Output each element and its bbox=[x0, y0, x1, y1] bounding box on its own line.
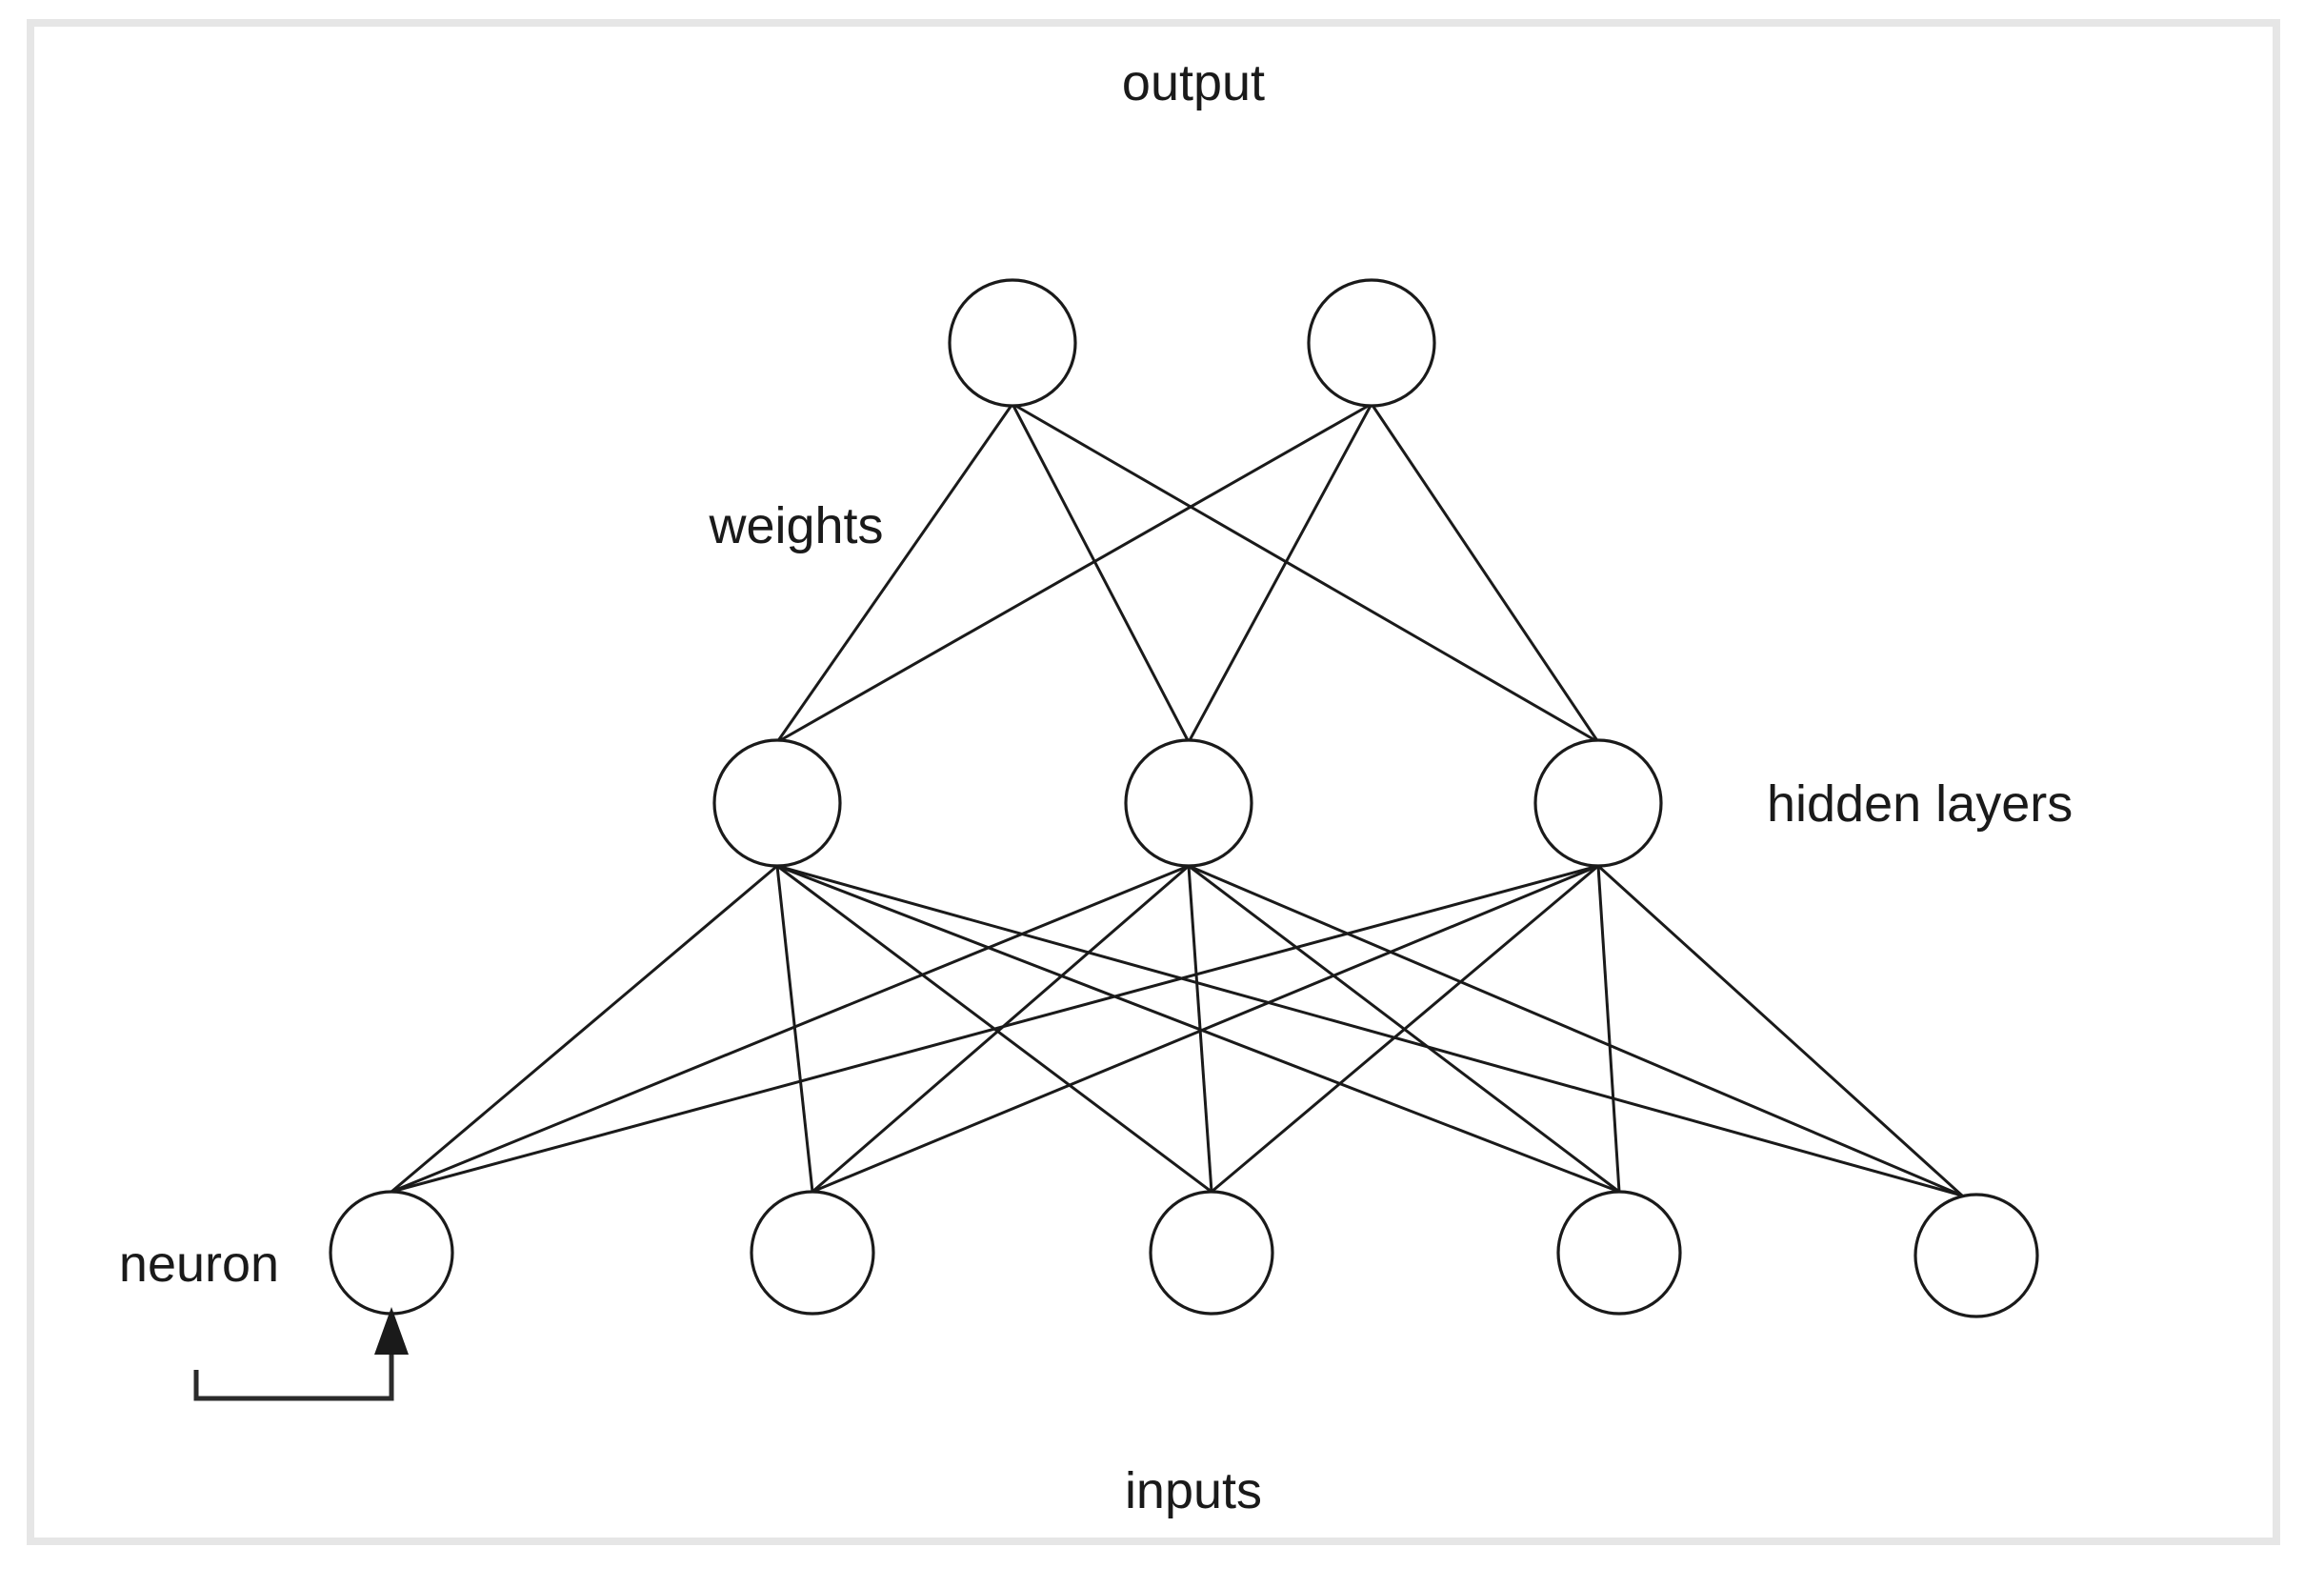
edge-input1-hidden2 bbox=[391, 864, 1190, 1194]
edge-hidden1-output2 bbox=[776, 402, 1372, 744]
input-node-1[interactable] bbox=[329, 1190, 454, 1316]
hidden-node-2[interactable] bbox=[1124, 738, 1253, 868]
edge-input4-hidden3 bbox=[1596, 865, 1621, 1193]
edge-hidden1-output1 bbox=[775, 403, 1014, 743]
hidden-node-1[interactable] bbox=[712, 738, 842, 868]
input-layer-nodes bbox=[329, 1190, 2039, 1318]
hidden-node-3[interactable] bbox=[1533, 738, 1663, 868]
input-node-3[interactable] bbox=[1149, 1190, 1274, 1316]
edge-hidden2-output1 bbox=[1011, 403, 1191, 743]
label-output: output bbox=[1122, 54, 1265, 111]
edge-input1-hidden1 bbox=[391, 864, 778, 1194]
input-node-4[interactable] bbox=[1556, 1190, 1682, 1316]
edge-input2-hidden1 bbox=[775, 865, 814, 1193]
edge-input3-hidden1 bbox=[776, 864, 1212, 1194]
edge-hidden3-output2 bbox=[1370, 403, 1600, 743]
input-node-5[interactable] bbox=[1913, 1193, 2039, 1318]
input-node-2[interactable] bbox=[750, 1190, 875, 1316]
label-hidden-layers: hidden layers bbox=[1767, 775, 2073, 833]
edge-input2-hidden3 bbox=[811, 864, 1599, 1194]
output-node-1[interactable] bbox=[948, 278, 1077, 408]
edge-hidden3-output1 bbox=[1012, 402, 1599, 744]
neuron-leader-line bbox=[193, 1345, 394, 1401]
edges-hidden-to-output bbox=[775, 402, 1600, 744]
edge-input5-hidden1 bbox=[776, 864, 1963, 1197]
output-layer-nodes bbox=[948, 278, 1436, 408]
neuron-arrowhead-icon bbox=[374, 1307, 409, 1355]
edge-hidden2-output2 bbox=[1187, 403, 1373, 743]
label-weights: weights bbox=[708, 497, 883, 554]
label-neuron: neuron bbox=[119, 1236, 279, 1293]
label-inputs: inputs bbox=[1125, 1462, 1262, 1519]
edges-input-to-hidden bbox=[391, 864, 1964, 1197]
hidden-layer-nodes bbox=[712, 738, 1663, 868]
edge-input4-hidden1 bbox=[776, 864, 1620, 1194]
edge-input4-hidden2 bbox=[1188, 864, 1620, 1194]
output-node-2[interactable] bbox=[1307, 278, 1436, 408]
neuron-callout bbox=[193, 1307, 409, 1401]
edge-input2-hidden2 bbox=[811, 864, 1190, 1194]
edge-input5-hidden2 bbox=[1188, 864, 1963, 1197]
edge-input5-hidden3 bbox=[1596, 864, 1964, 1197]
